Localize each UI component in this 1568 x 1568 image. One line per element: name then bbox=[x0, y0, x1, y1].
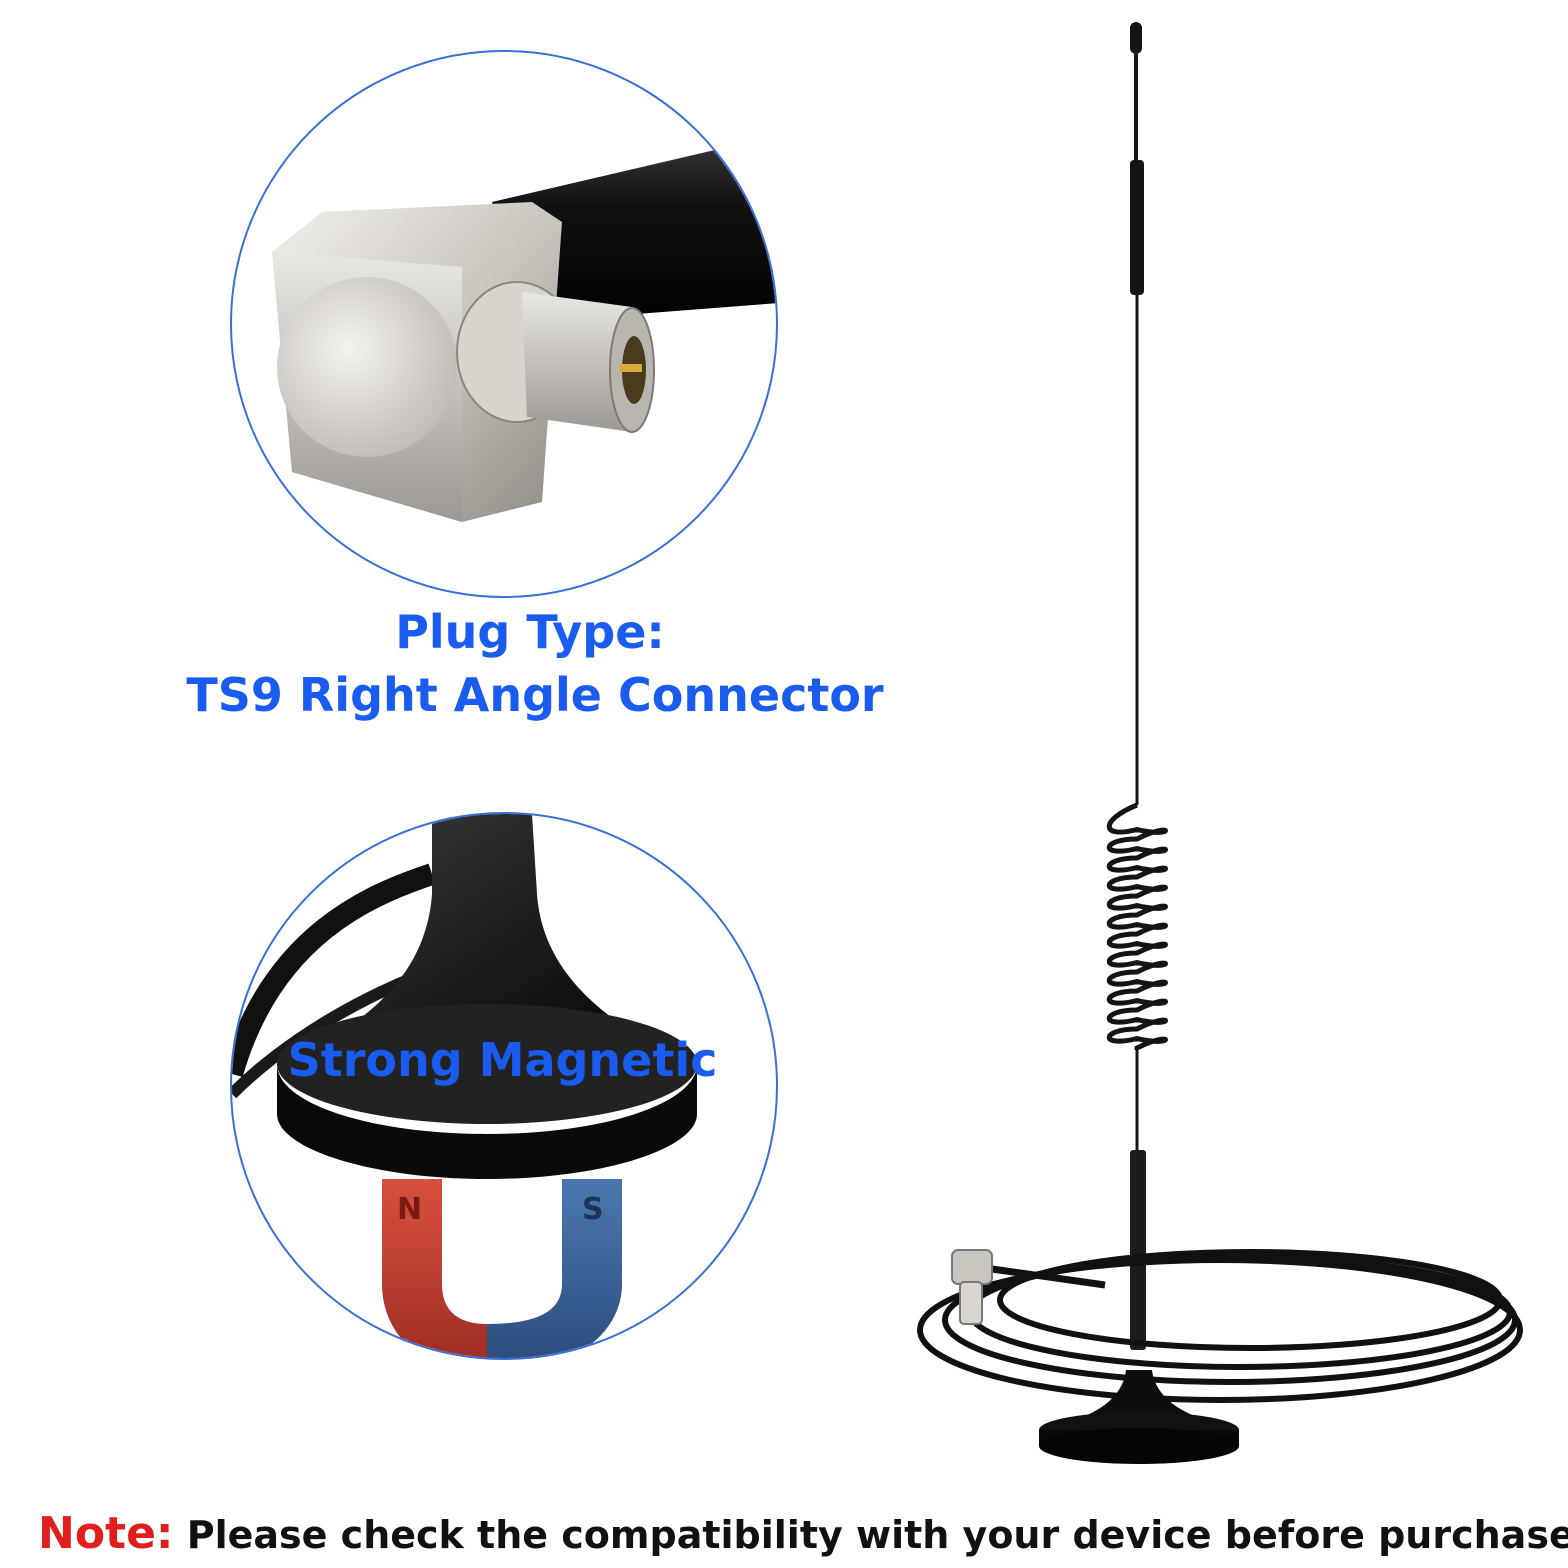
magnetic-base-illustration: N S bbox=[232, 814, 697, 1358]
magnet-south-label: S bbox=[582, 1192, 604, 1227]
connector-closeup bbox=[230, 50, 778, 598]
compatibility-note: Note: Please check the compatibility wit… bbox=[38, 1508, 1568, 1559]
plug-type-detail: TS9 Right Angle Connector bbox=[186, 668, 884, 722]
plug-type-title: Plug Type: bbox=[395, 605, 665, 659]
magnetic-base-closeup: N S bbox=[230, 812, 778, 1360]
note-text: Please check the compatibility with your… bbox=[186, 1513, 1568, 1557]
strong-magnetic-caption: Strong Magnetic bbox=[287, 1033, 718, 1087]
ts9-connector-illustration bbox=[272, 135, 776, 522]
antenna-illustration bbox=[917, 22, 1523, 1464]
magnet-north-label: N bbox=[397, 1192, 422, 1227]
note-label: Note: bbox=[38, 1508, 174, 1559]
